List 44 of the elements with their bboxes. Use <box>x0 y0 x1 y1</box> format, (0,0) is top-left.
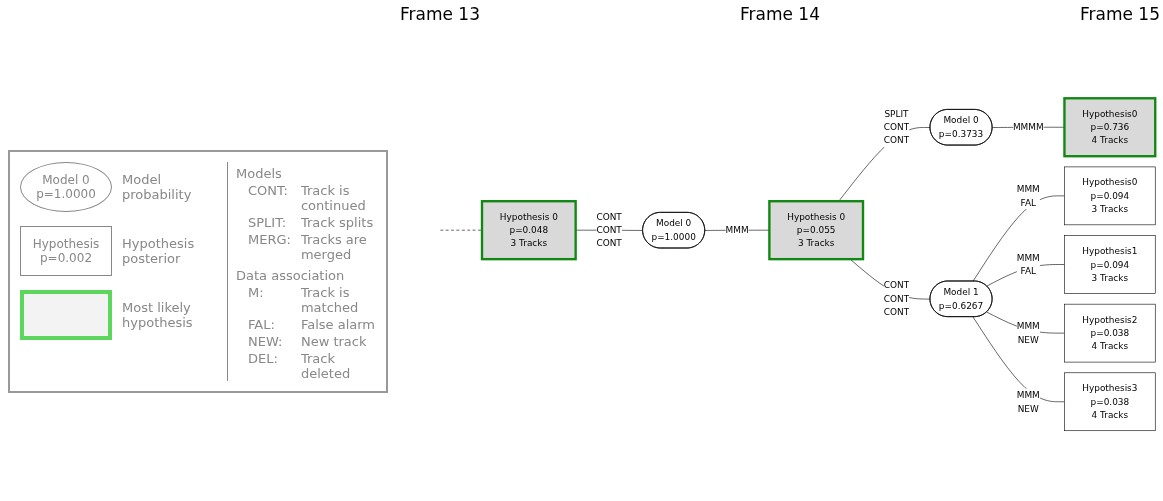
edge-label: CONT CONT CONT <box>883 279 910 318</box>
edge-label: MMM NEW <box>1016 320 1040 346</box>
node-box: Hypothesis2 p=0.038 4 Tracks <box>1064 303 1156 363</box>
legend-text: Model probability <box>122 172 193 202</box>
definition: Track is matched <box>300 285 360 315</box>
edge-label: MMM FAL <box>1016 252 1040 277</box>
frame-label: Frame 14 <box>740 4 820 26</box>
abbreviation: MERG: <box>247 232 291 249</box>
abbreviation: DEL: <box>247 351 279 368</box>
edge-label: MMM FAL <box>1016 183 1040 208</box>
node-box: Hypothesis 0 p=0.048 3 Tracks <box>480 200 577 261</box>
frame-label: Frame 13 <box>400 4 480 26</box>
frame-label: Frame 15 <box>1079 4 1160 26</box>
node-box: Hypothesis3 p=0.038 4 Tracks <box>1064 372 1156 432</box>
connector <box>972 195 1065 282</box>
abbreviation: M: <box>247 285 265 302</box>
node-box: Hypothesis0 p=0.094 3 Tracks <box>1064 166 1156 226</box>
legend-text: Most likely hypothesis <box>122 300 194 330</box>
definition: Track deleted <box>300 351 352 381</box>
sample-text: p=0.002 <box>40 251 92 265</box>
definition: Track is continued <box>300 183 367 213</box>
definition: New track <box>300 334 368 349</box>
abbreviation: CONT: <box>247 183 289 200</box>
definition: False alarm <box>300 317 376 332</box>
abbreviation: FAL: <box>247 317 276 332</box>
definition: Tracks are merged <box>300 232 368 262</box>
edge-label: MMM NEW <box>1016 389 1040 414</box>
sample-text: p=1.0000 <box>36 187 96 201</box>
node-box: Hypothesis1 p=0.094 3 Tracks <box>1064 235 1156 294</box>
legend-text: Hypothesis posterior <box>122 236 196 266</box>
abbreviation: NEW: <box>247 334 284 349</box>
edge-label: MMMM <box>1012 121 1044 133</box>
connector <box>972 316 1065 403</box>
edge-label: SPLIT CONT CONT <box>883 108 910 146</box>
sample-text: Hypothesis <box>32 237 100 251</box>
definition: Track splits <box>300 215 375 230</box>
edge-label: MMM <box>725 224 749 236</box>
abbreviation: SPLIT: <box>247 215 288 230</box>
section-heading: Models <box>236 166 283 181</box>
sample-text: Model 0 <box>42 173 90 187</box>
edge-label: CONT CONT CONT <box>596 211 622 249</box>
node-box: Hypothesis0 p=0.736 4 Tracks <box>1063 97 1157 158</box>
section-heading: Data association <box>236 268 346 283</box>
node-box: Hypothesis 0 p=0.055 3 Tracks <box>768 200 865 261</box>
